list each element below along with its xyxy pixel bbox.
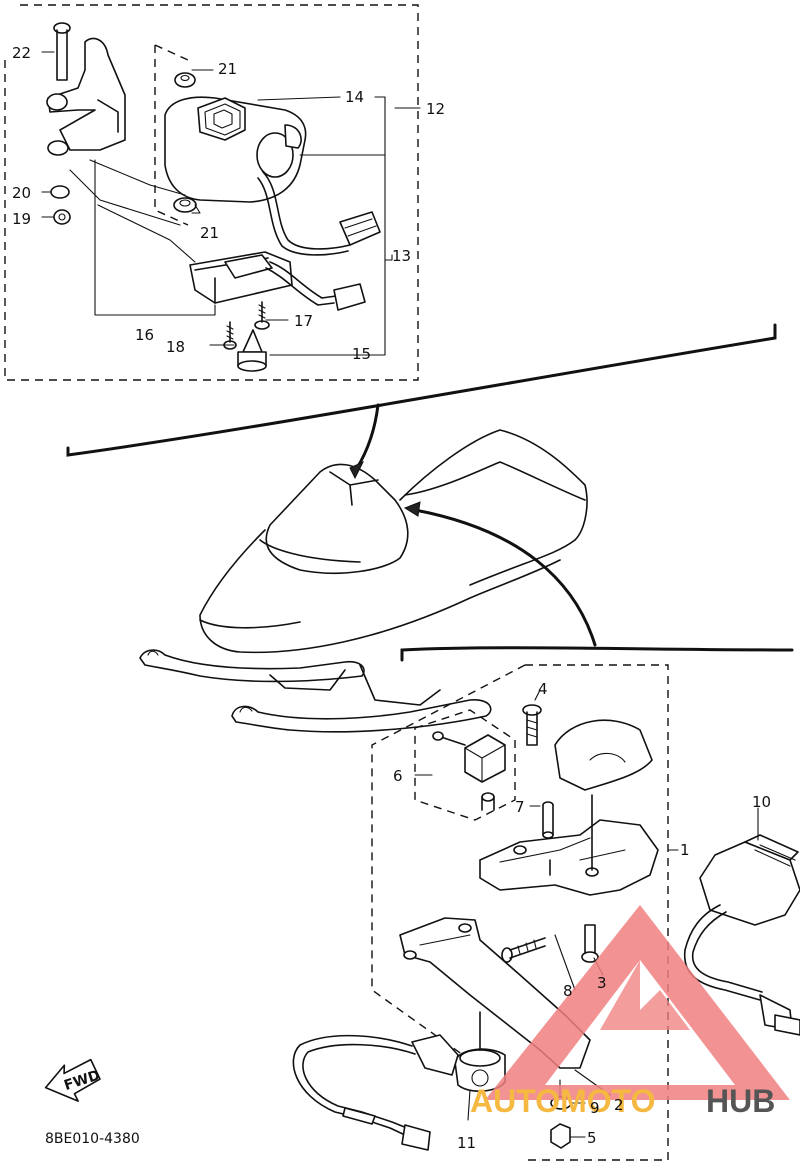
bolt-4: [522, 704, 542, 746]
throttle-cover: [554, 719, 653, 791]
nut-19: [53, 209, 71, 225]
throttle-housing-1: [479, 794, 659, 896]
switch-subgroup-border: [154, 44, 189, 226]
callout-13: 13: [392, 247, 411, 265]
callout-2: 2: [614, 1096, 624, 1114]
callout-4: 4: [538, 680, 548, 698]
grommet-21-bottom: [173, 197, 197, 213]
callout-14: 14: [345, 88, 364, 106]
upper-assembly-inset: [4, 4, 421, 381]
snowmobile-seat: [399, 429, 588, 586]
callout-18: 18: [166, 338, 185, 356]
callout-11: 11: [457, 1134, 476, 1152]
throttle-sensor-11: [292, 1011, 506, 1151]
snowmobile-hood: [265, 463, 409, 575]
upper-inset-border: [4, 4, 419, 381]
watermark-text-tail: HUB: [706, 1083, 775, 1119]
snowmobile-ski-front: [139, 649, 365, 683]
screw-17: [254, 301, 270, 330]
snowmobile-ski-rear: [231, 699, 492, 733]
pin-7: [542, 801, 554, 839]
callout-19: 19: [12, 210, 31, 228]
upper-callout-bar: [66, 323, 777, 457]
watermark-text-main: AUTOMOTO: [470, 1083, 655, 1119]
callout-21-top: 21: [218, 60, 237, 78]
arrow-to-hood: [355, 403, 380, 470]
spring-3: [581, 924, 599, 963]
bolt-22: [53, 22, 71, 81]
fwd-arrow: FWD: [44, 1058, 102, 1102]
knob-subgroup-border: [414, 709, 516, 821]
switch-housing-14: [164, 96, 381, 256]
screw-15: [237, 329, 267, 372]
callout-15: 15: [352, 345, 371, 363]
callout-21-bottom: 21: [200, 224, 219, 242]
screw-8: [501, 937, 546, 963]
callout-17: 17: [294, 312, 313, 330]
washer-20: [50, 185, 70, 199]
diagram-code: 8BE010-4380: [45, 1131, 140, 1147]
callout-3: 3: [597, 974, 607, 992]
snowmobile-overview: [66, 323, 794, 733]
callout-6: 6: [393, 767, 403, 785]
watermark-triangle: [485, 905, 790, 1100]
lower-inset-border: [371, 664, 669, 1161]
callout-8: 8: [563, 982, 573, 1000]
choke-knob-6: [432, 731, 506, 811]
callout-9: 9: [590, 1099, 600, 1117]
callout-5: 5: [587, 1129, 597, 1147]
switch-base-16: [189, 251, 366, 311]
callout-22: 22: [12, 44, 31, 62]
callout-16: 16: [135, 326, 154, 344]
connector-10: [683, 834, 800, 1036]
snowmobile-body: [199, 529, 561, 654]
callout-1: 1: [680, 841, 690, 859]
callout-7: 7: [515, 798, 525, 816]
watermark-logo: [485, 905, 790, 1100]
arrow-from-lower: [413, 508, 597, 647]
handlebar-bracket: [46, 37, 126, 156]
callout-20: 20: [12, 184, 31, 202]
callout-12: 12: [426, 100, 445, 118]
lower-callout-bar: [400, 646, 794, 662]
callout-10: 10: [752, 793, 771, 811]
nut-5: [550, 1123, 571, 1149]
